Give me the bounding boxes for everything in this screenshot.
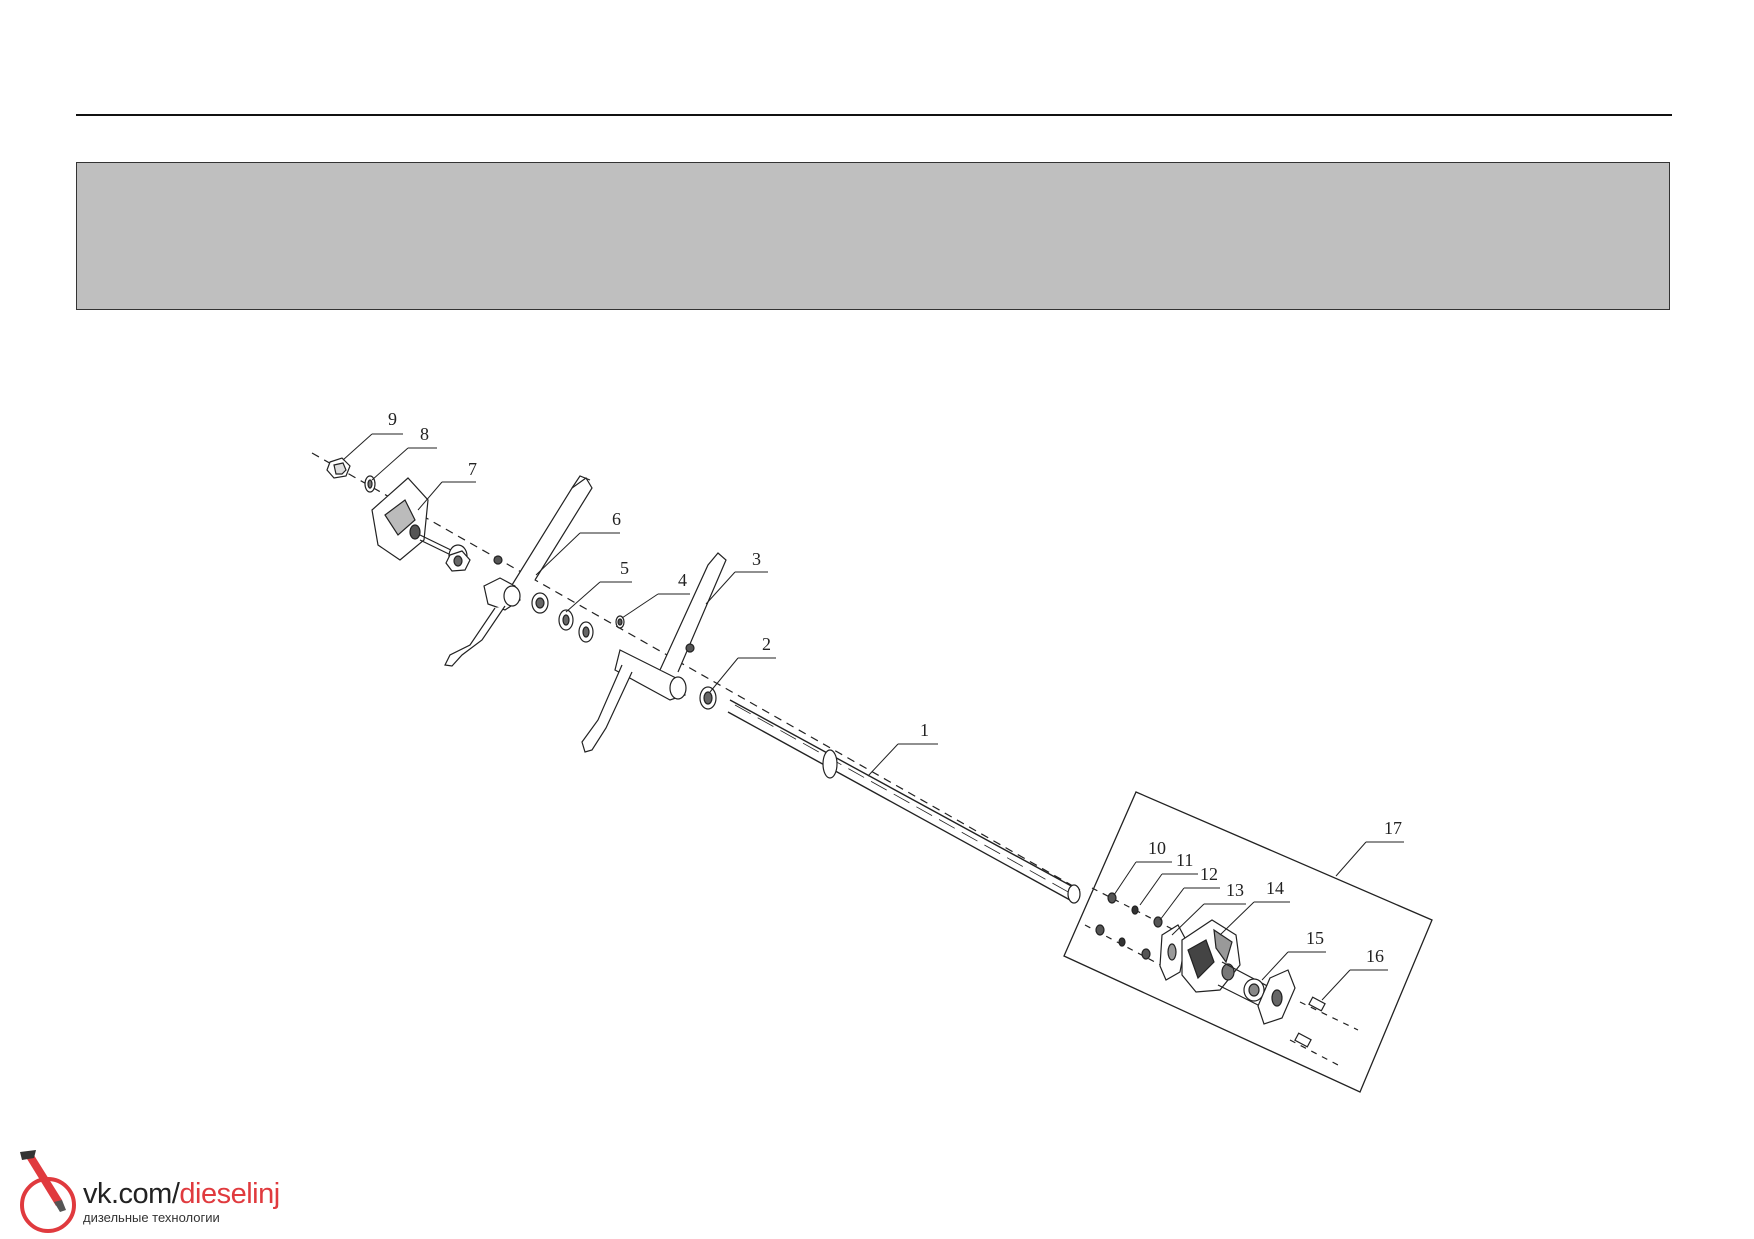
callout-9: 9 [388,409,397,429]
part-14-housing [1181,919,1241,993]
callout-2: 2 [762,634,771,654]
header-band [76,162,1670,310]
part-13-gasket [1159,924,1187,981]
part-1-shaft [727,699,1081,904]
parts-10-12-fasteners [1084,887,1179,971]
part-2-bushing [699,686,717,710]
leader-lines [342,433,1404,1001]
part-7-nut [445,550,471,572]
watermark-text: vk.com/dieselinj [83,1178,280,1211]
header-rule [76,114,1672,116]
callout-4: 4 [678,570,687,590]
part-17-assembly-frame [1063,791,1433,1093]
dieselinj-logo-icon [20,1150,76,1233]
callout-14: 14 [1266,878,1284,898]
part-6-shift-fork [444,475,593,667]
watermark-subtitle: дизельные технологии [83,1210,220,1225]
part-5-bushings [531,592,594,643]
callout-6: 6 [612,509,621,529]
watermark-accent: dieselinj [179,1178,280,1210]
callout-10: 10 [1148,838,1166,858]
callout-3: 3 [752,549,761,569]
callout-1: 1 [920,720,929,740]
axis-line [311,452,1081,891]
callout-11: 11 [1176,850,1193,870]
part-4-pin [615,615,625,629]
callout-12: 12 [1200,864,1218,884]
callout-16: 16 [1366,946,1384,966]
callout-8: 8 [420,424,429,444]
callout-13: 13 [1226,880,1244,900]
callout-15: 15 [1306,928,1324,948]
callout-7: 7 [468,459,477,479]
part-15-seal [1217,961,1296,1025]
part-16-bolts [1289,996,1359,1067]
part-9-nut [326,457,351,479]
callout-5: 5 [620,558,629,578]
callout-17: 17 [1384,818,1402,838]
watermark-prefix: vk.com/ [83,1178,180,1210]
part-3-shift-fork [581,552,727,753]
